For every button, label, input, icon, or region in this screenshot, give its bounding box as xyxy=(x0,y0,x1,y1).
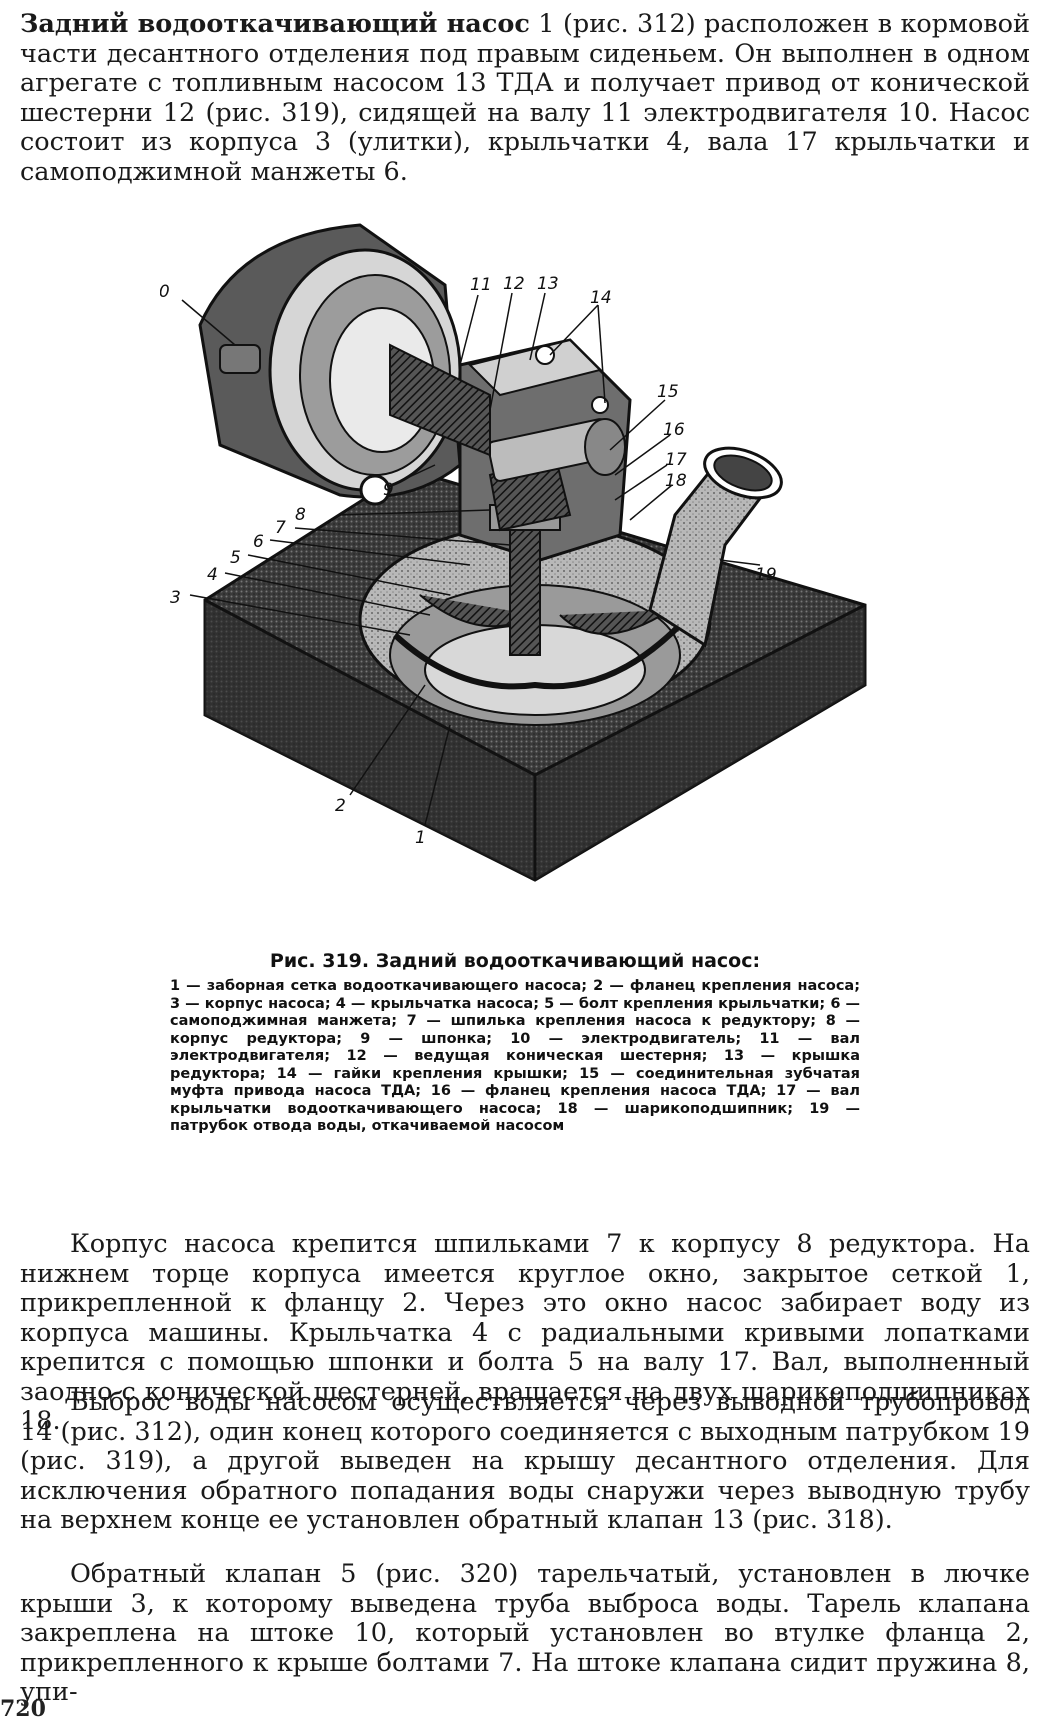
figure-caption: Рис. 319. Задний водооткачивающий насос:… xyxy=(170,950,860,1136)
callout-labels: 10 11 12 13 14 15 16 17 18 19 9 8 7 6 5 … xyxy=(160,274,777,848)
page-number: 720 xyxy=(0,1696,46,1722)
pump-drawing: 10 11 12 13 14 15 16 17 18 19 9 8 7 6 5 … xyxy=(160,223,867,882)
paragraph-lead: Задний водооткачивающий насос xyxy=(20,9,530,39)
callout-label: 19 xyxy=(755,565,777,585)
paragraph-text: 1 (рис. 312) расположен в кормовой части… xyxy=(20,9,1030,187)
callout-label: 16 xyxy=(663,420,685,440)
callout-label: 18 xyxy=(665,471,687,491)
pump-illustration: 10 11 12 13 14 15 16 17 18 19 9 8 7 6 5 … xyxy=(160,215,870,935)
callout-label: 9 xyxy=(383,480,394,500)
outlet-pipe xyxy=(648,446,783,648)
callout-label: 1 xyxy=(415,828,426,848)
caption-legend: 1 — заборная сетка водооткачивающего нас… xyxy=(170,978,860,1134)
callout-label: 3 xyxy=(170,588,181,608)
callout-label: 4 xyxy=(207,565,218,585)
callout-label: 6 xyxy=(253,532,264,552)
callout-label: 7 xyxy=(275,518,286,538)
callout-label: 12 xyxy=(503,274,525,294)
callout-label: 15 xyxy=(657,382,679,402)
callout-label: 13 xyxy=(537,274,559,294)
callout-label: 2 xyxy=(335,796,346,816)
paragraph-check-valve: Обратный клапан 5 (рис. 320) тарельчатый… xyxy=(20,1559,1030,1707)
paragraph-intro: Задний водооткачивающий насос 1 (рис. 31… xyxy=(20,9,1030,187)
electric-motor xyxy=(198,223,491,506)
callout-label: 11 xyxy=(470,275,492,295)
coupling xyxy=(487,418,626,482)
paragraph-housing: Корпус насоса крепится шпильками 7 к кор… xyxy=(20,1229,1030,1436)
caption-title: Рис. 319. Задний водооткачивающий насос: xyxy=(269,950,761,972)
callout-label: 5 xyxy=(230,548,241,568)
callout-label: 10 xyxy=(160,282,170,302)
leader-lines xyxy=(181,292,761,826)
callout-label: 17 xyxy=(665,450,687,470)
callout-label: 8 xyxy=(295,505,306,525)
callout-label: 14 xyxy=(590,288,612,308)
paragraph-discharge: Выброс воды насосом осуществляется через… xyxy=(20,1387,1030,1535)
